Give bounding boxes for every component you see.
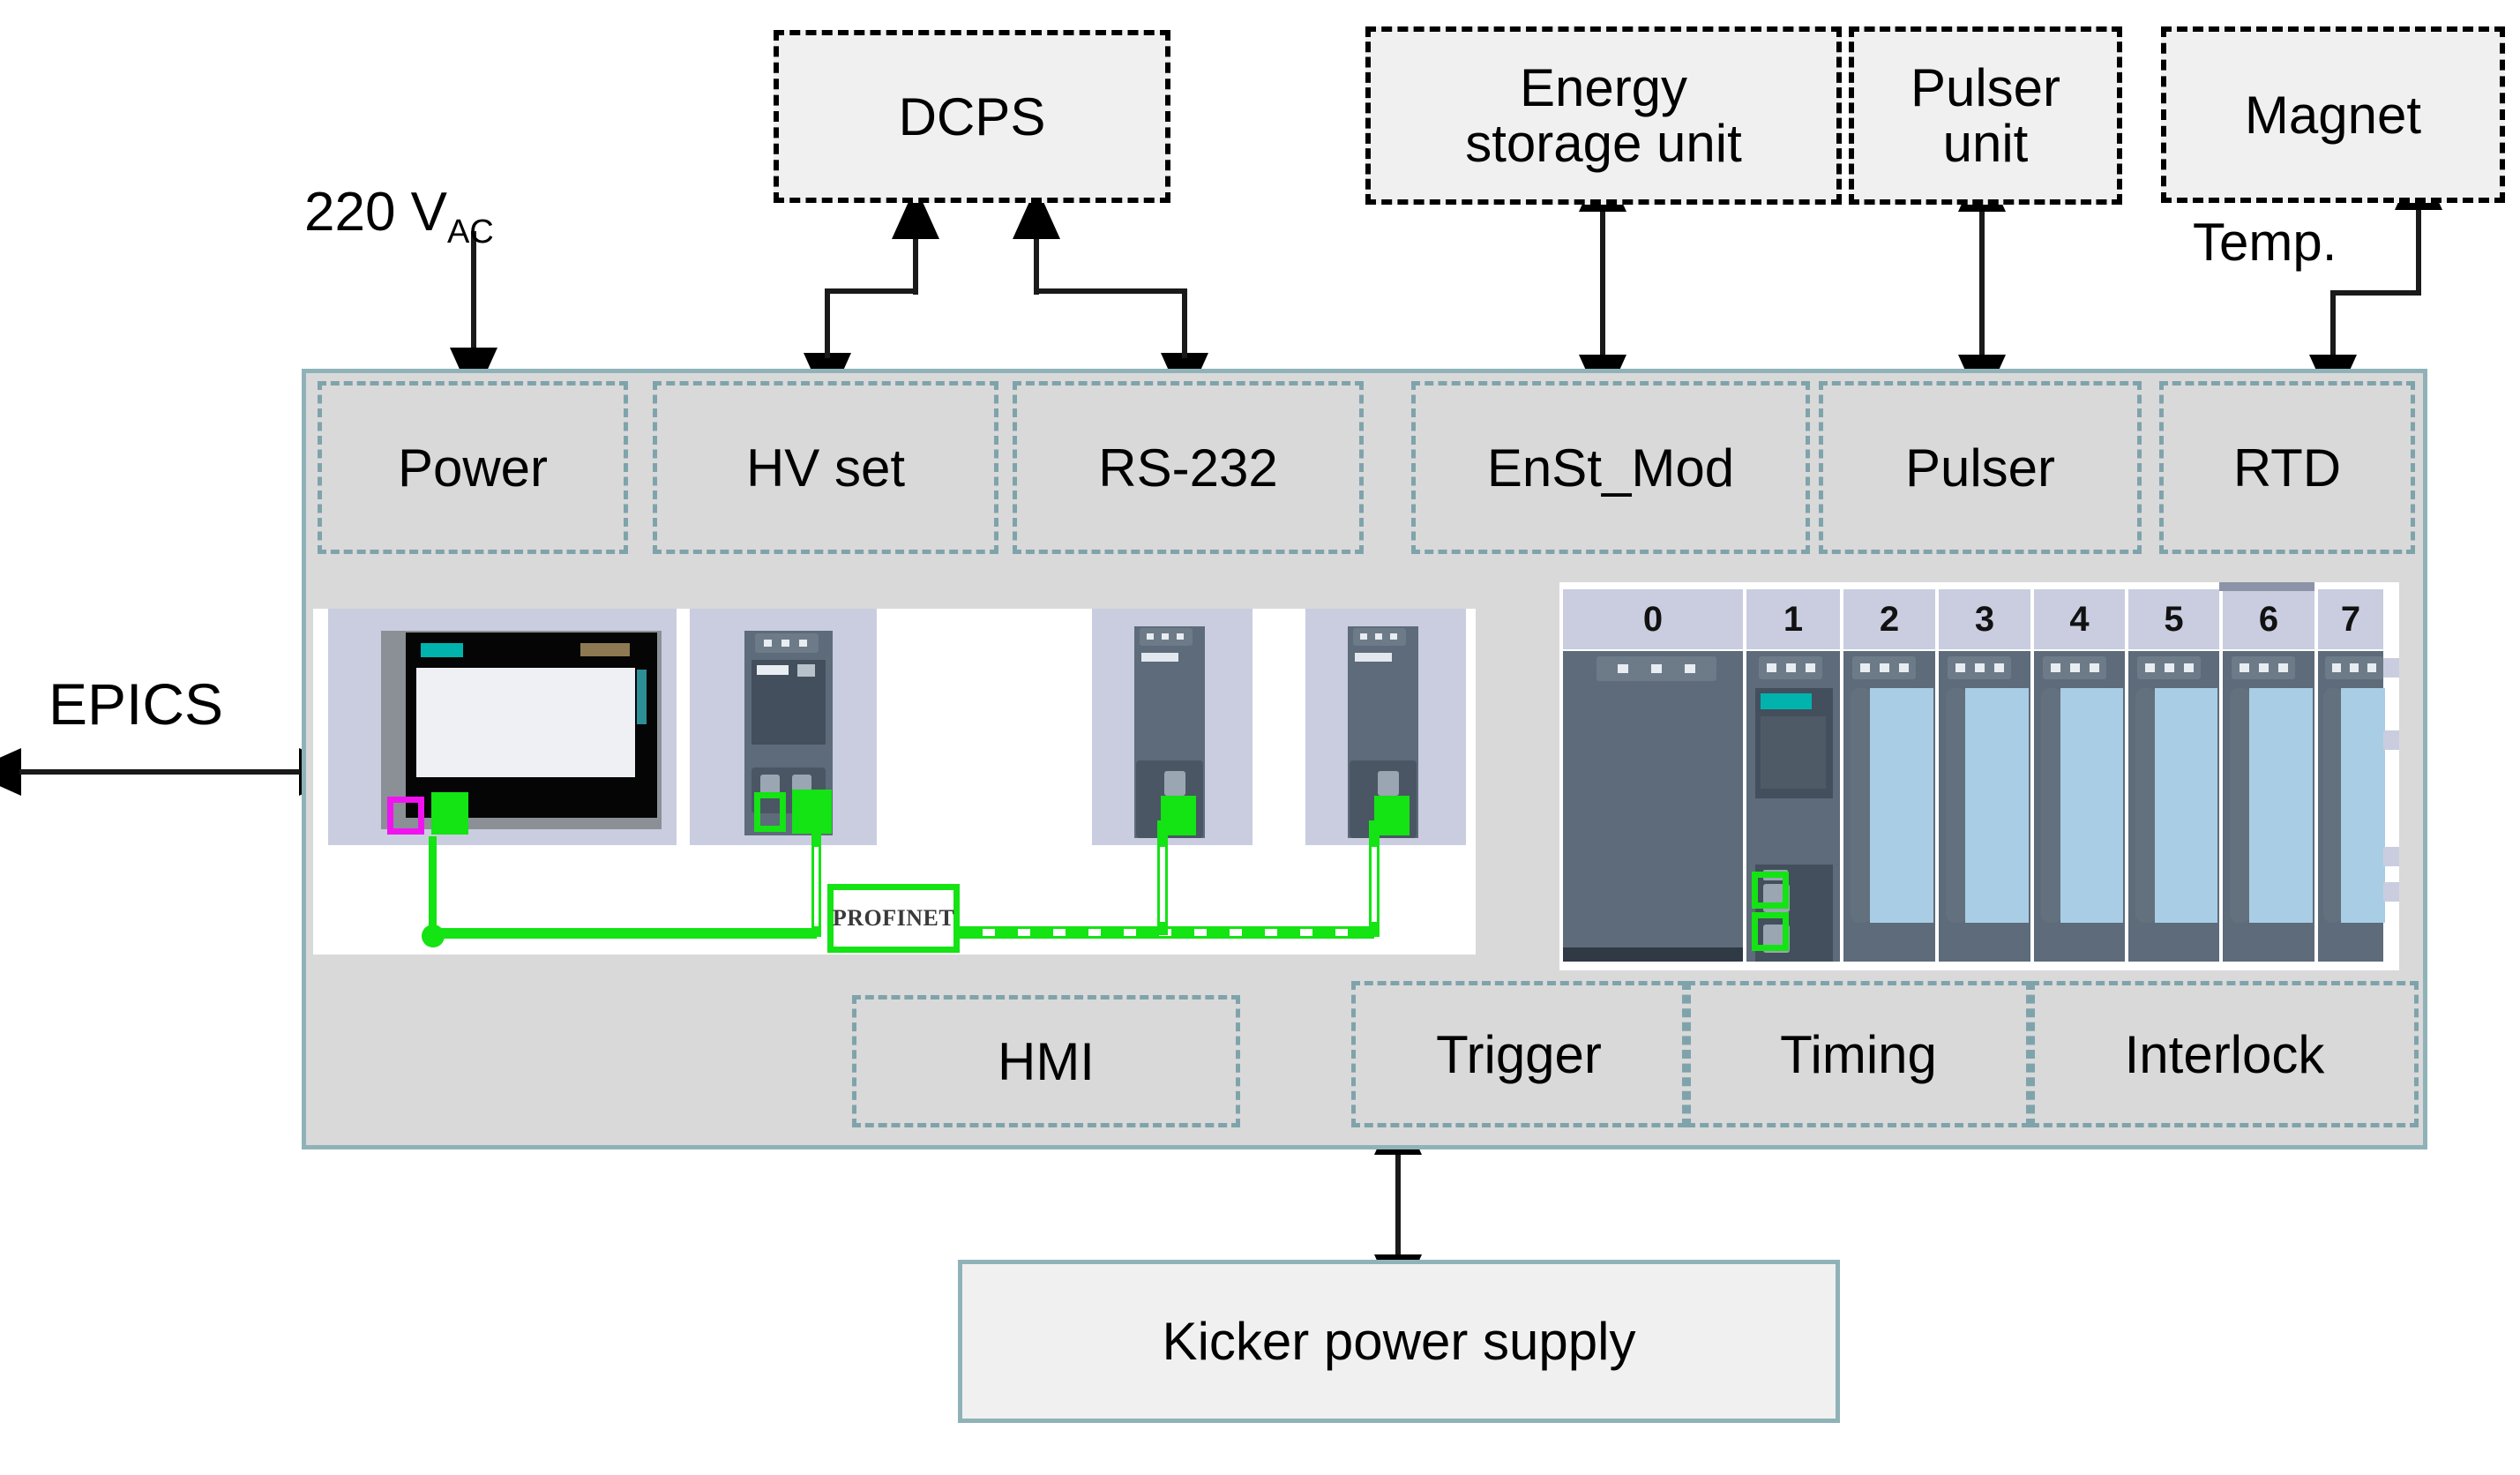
module-rtd-label: RTD xyxy=(2232,438,2342,498)
rack-slot-header-5: 5 xyxy=(2125,589,2219,649)
hmi-port-highlight-magenta xyxy=(387,797,424,835)
external-unit-magnet[interactable]: Magnet xyxy=(2161,26,2505,203)
rack-module-5-io[interactable] xyxy=(2125,651,2219,962)
external-unit-energy-storage-label: Energy storage unit xyxy=(1465,58,1742,173)
profinet-bus-label: PROFINET xyxy=(832,905,955,931)
rack-edge-connector-low xyxy=(2383,847,2399,866)
temp-label: Temp. xyxy=(2193,213,2337,272)
module-power[interactable]: Power xyxy=(318,381,628,554)
epics-label: EPICS xyxy=(49,671,224,737)
rack-slot-number-7: 7 xyxy=(2340,599,2361,639)
cpu-model-text xyxy=(797,664,815,677)
rack-slot-header-6: 6 xyxy=(2219,589,2314,649)
mains-voltage-label: 220 VAC xyxy=(304,181,494,251)
module-rtd[interactable]: RTD xyxy=(2159,381,2415,554)
module-timing-label: Timing xyxy=(1780,1024,1937,1084)
elbow-dcps-hvset xyxy=(825,288,918,358)
cpu-vent xyxy=(755,633,819,653)
rack-slot-header-3: 3 xyxy=(1935,589,2030,649)
rack-module-7-io[interactable] xyxy=(2314,651,2385,962)
profinet-drop-cpu-core xyxy=(814,847,819,926)
kicker-power-supply[interactable]: Kicker power supply xyxy=(958,1260,1840,1423)
rack-cpu-siemens-tag xyxy=(1761,693,1812,709)
cpu-siemens-text xyxy=(757,665,789,675)
rack-module-2-io[interactable] xyxy=(1840,651,1935,962)
im2-vent xyxy=(1353,628,1406,646)
hmi-display xyxy=(416,668,635,777)
kicker-power-supply-label: Kicker power supply xyxy=(1162,1312,1636,1371)
rack-cpu-port-highlight-1 xyxy=(1752,872,1789,909)
rack-edge-connector-top xyxy=(2383,658,2399,678)
rack-slot-number-6: 6 xyxy=(2258,599,2279,639)
rack-slot-header-1: 1 xyxy=(1743,589,1840,649)
profinet-bus-box[interactable]: PROFINET xyxy=(827,884,960,953)
rack-slot-header-7: 7 xyxy=(2314,589,2383,649)
cpu-display-panel xyxy=(752,660,826,745)
rack-slot-number-2: 2 xyxy=(1879,599,1900,639)
hmi-device-cell[interactable] xyxy=(328,609,677,845)
external-unit-energy-storage[interactable]: Energy storage unit xyxy=(1365,26,1842,205)
profinet-trunk-left xyxy=(429,928,817,939)
external-unit-pulser[interactable]: Pulser unit xyxy=(1849,26,2122,205)
external-unit-dcps[interactable]: DCPS xyxy=(774,30,1170,203)
rack-edge-connector-bottom xyxy=(2383,882,2399,902)
hmi-model-text xyxy=(580,643,630,656)
module-hv-set[interactable]: HV set xyxy=(653,381,998,554)
cpu-device-cell[interactable] xyxy=(690,609,877,845)
rack-module-4-io[interactable] xyxy=(2030,651,2125,962)
external-unit-magnet-label: Magnet xyxy=(2244,85,2422,145)
im1-siemens-text xyxy=(1141,653,1178,662)
module-trigger[interactable]: Trigger xyxy=(1351,981,1686,1127)
rack-slot-number-1: 1 xyxy=(1783,599,1804,639)
module-hmi[interactable]: HMI xyxy=(852,995,1240,1127)
rack-module-1-cpu[interactable] xyxy=(1743,651,1840,962)
plc-rack[interactable]: 0 1 2 3 4 5 6 7 xyxy=(1559,582,2399,970)
module-trigger-label: Trigger xyxy=(1436,1024,1602,1084)
module-enst-mod[interactable]: EnSt_Mod xyxy=(1411,381,1810,554)
module-pulser-label: Pulser xyxy=(1904,438,2056,498)
module-power-label: Power xyxy=(397,438,549,498)
external-unit-pulser-label: Pulser unit xyxy=(1910,58,2061,173)
hmi-screen-frame xyxy=(406,633,657,818)
im1-vent xyxy=(1140,628,1193,646)
profinet-drop-im2-core xyxy=(1372,847,1377,922)
im2-siemens-text xyxy=(1355,653,1392,662)
interface-module-1[interactable] xyxy=(1092,609,1253,845)
hmi-port-highlight-green xyxy=(431,792,468,835)
cpu-port-highlight-green-1 xyxy=(754,792,786,832)
module-timing[interactable]: Timing xyxy=(1686,981,2030,1127)
rack-slot-6-selected-bar xyxy=(2219,582,2314,591)
rack-slot-number-3: 3 xyxy=(1974,599,1995,639)
module-hmi-label: HMI xyxy=(998,1031,1095,1091)
mains-voltage-subscript: AC xyxy=(447,213,494,251)
interface-module-2[interactable] xyxy=(1305,609,1466,845)
module-pulser[interactable]: Pulser xyxy=(1819,381,2142,554)
profinet-drop-im1-core xyxy=(1160,847,1165,922)
mains-voltage-value: 220 V xyxy=(304,182,448,243)
hmi-side-strip xyxy=(637,670,647,724)
siemens-logo-tag xyxy=(421,643,463,657)
rack-slot-header-2: 2 xyxy=(1840,589,1935,649)
profinet-drop-hmi xyxy=(429,836,437,933)
module-rs232-label: RS-232 xyxy=(1098,438,1278,498)
im2-port-highlight-green xyxy=(1374,796,1410,835)
rack-slot-header-0: 0 xyxy=(1559,589,1743,649)
rack-module-6-io[interactable] xyxy=(2219,651,2314,962)
rack-cpu-port-highlight-2 xyxy=(1752,912,1789,951)
module-hv-set-label: HV set xyxy=(745,438,906,498)
rack-slot-header-4: 4 xyxy=(2030,589,2125,649)
elbow-dcps-rs232 xyxy=(1034,288,1187,358)
rack-edge-connector-mid xyxy=(2383,730,2399,750)
rack-slot-number-5: 5 xyxy=(2164,599,2184,639)
module-rs232[interactable]: RS-232 xyxy=(1013,381,1364,554)
rack-slot-number-4: 4 xyxy=(2069,599,2090,639)
rack-module-0-power-supply[interactable] xyxy=(1559,651,1746,962)
rack-module-3-io[interactable] xyxy=(1935,651,2030,962)
module-interlock[interactable]: Interlock xyxy=(2030,981,2419,1127)
module-enst-mod-label: EnSt_Mod xyxy=(1486,438,1735,498)
module-interlock-label: Interlock xyxy=(2124,1024,2325,1084)
elbow-magnet-rtd xyxy=(2330,238,2421,305)
external-unit-dcps-label: DCPS xyxy=(898,86,1046,146)
rack-slot-number-0: 0 xyxy=(1642,599,1664,639)
